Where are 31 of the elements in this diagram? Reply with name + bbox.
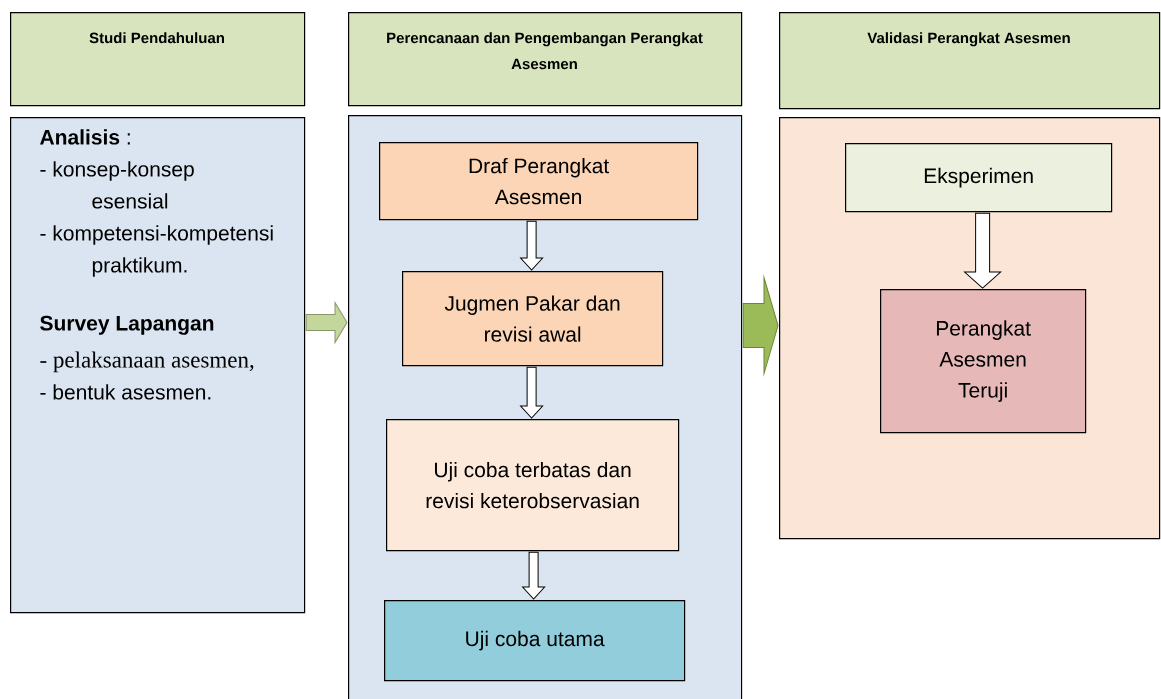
- block-arrow: [520, 220, 544, 271]
- node-label: - konsep-konsep esensial: [40, 161, 194, 209]
- block-arrow: [964, 212, 1002, 289]
- node-label: Survey Lapangan: [40, 315, 214, 335]
- block-arrow: [522, 551, 546, 600]
- process-box: [845, 143, 1113, 213]
- text-panel: [10, 117, 306, 614]
- node-label: Draf Perangkat Asesmen: [469, 157, 610, 205]
- node-label: Eksperimen: [924, 167, 1033, 188]
- node-label: - bentuk asesmen.: [40, 384, 211, 400]
- block-arrow: [742, 277, 779, 375]
- block-arrow: [520, 366, 544, 419]
- process-box: [880, 289, 1087, 434]
- process-box: [379, 142, 699, 221]
- block-arrow: [305, 302, 348, 344]
- phase-header: [348, 12, 743, 107]
- node-label: Uji coba terbatas dan revisi keterobservasian: [426, 461, 639, 509]
- node-label: Jugmen Pakar dan revisi awal: [444, 295, 620, 342]
- node-label: - kompetensi-kompetensi praktikum.: [40, 225, 273, 277]
- node-label: Studi Pendahuluan: [89, 32, 224, 44]
- phase-header: [779, 12, 1161, 110]
- phase-header: [10, 12, 306, 107]
- process-box: [386, 419, 680, 552]
- node-label: Perencanaan dan Pengembangan Perangkat Asesmen: [387, 32, 703, 70]
- node-label: Perangkat Asesmen Teruji: [936, 320, 1031, 402]
- process-box: [402, 271, 664, 367]
- node-label: - pelaksanaan asesmen,: [40, 351, 254, 373]
- process-box: [384, 600, 686, 682]
- node-label: Uji coba utama: [466, 630, 605, 651]
- node-label: Analisis :: [40, 129, 130, 145]
- node-label: Validasi Perangkat Asesmen: [867, 32, 1070, 47]
